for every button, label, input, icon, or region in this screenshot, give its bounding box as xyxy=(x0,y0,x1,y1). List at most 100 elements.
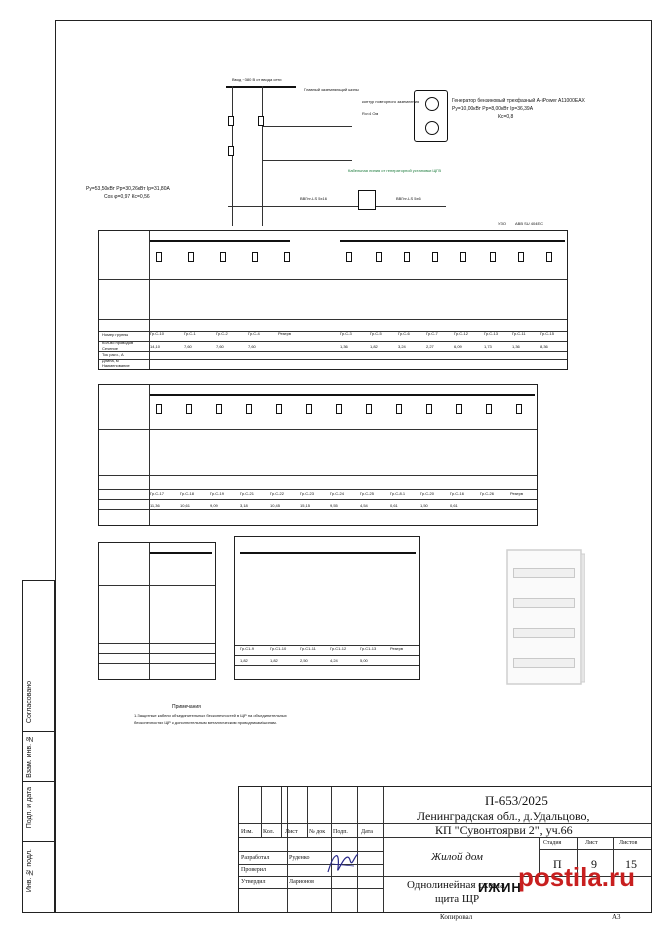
gen-note: Кабельная линия от генераторной установк… xyxy=(348,168,442,173)
current-mid-10: 1,50 xyxy=(420,503,428,508)
cabinet-illustration xyxy=(505,548,586,688)
side-label-approved: Согласовано xyxy=(26,681,33,724)
company-logo: ИЖИН xyxy=(474,876,530,898)
input-bus xyxy=(226,86,296,88)
sheets-total-value: 15 xyxy=(625,857,637,871)
current-bot-3: 2,50 xyxy=(300,658,308,663)
group-mid-10: Гр.С-20 xyxy=(420,491,434,496)
breaker-qf16 xyxy=(156,404,162,414)
side-label-replace: Взам. инв. № xyxy=(26,735,33,778)
hdr-sign: Подп. xyxy=(333,829,348,835)
group-mid-5: Гр.С-22 xyxy=(270,491,284,496)
current-top-8: 3,24 xyxy=(398,344,406,349)
side-cell-sign: Подп. и дата xyxy=(23,781,54,842)
shield-label: УЗО xyxy=(498,221,506,226)
groups-top-row: Гр.С-10 Гр.С-1 Гр.С-2 Гр.С-4 Резерв Гр.С… xyxy=(150,331,565,340)
current-bot-1: 1,82 xyxy=(240,658,248,663)
format-label: A3 xyxy=(612,913,621,921)
current-top-13: 8,36 xyxy=(540,344,548,349)
schedule-block-mid xyxy=(98,384,538,526)
group-bot-3: Гр.С1-11 xyxy=(300,646,316,651)
bus-bottom-left xyxy=(150,552,212,554)
title-block: П-653/2025 Ленинградская обл., д.Удальцо… xyxy=(238,786,652,913)
watermark: postila.ru xyxy=(518,862,636,892)
group-top-13: Гр.С-15 xyxy=(540,331,554,336)
groups-mid-row: Гр.С-17 Гр.С-18 Гр.С-19 Гр.С-21 Гр.С-22 … xyxy=(150,491,535,500)
group-top-2: Гр.С-1 xyxy=(184,331,196,336)
group-bot-1: Гр.С1-9 xyxy=(240,646,254,651)
breaker-qf26 xyxy=(456,404,462,414)
group-top-3: Гр.С-2 xyxy=(216,331,228,336)
current-top-6: 1,36 xyxy=(340,344,348,349)
signature xyxy=(327,853,359,873)
breaker-row-top xyxy=(150,252,565,292)
side-label-sign: Подп. и дата xyxy=(26,787,33,829)
group-mid-4: Гр.С-21 xyxy=(240,491,254,496)
breaker-qf13 xyxy=(490,252,496,262)
group-top-6: Гр.С-3 xyxy=(340,331,352,336)
breaker-qf28 xyxy=(516,404,522,414)
hdr-stage: Стадия xyxy=(543,840,562,846)
row-header-section: Сечение xyxy=(102,346,118,351)
breaker-qf2 xyxy=(228,146,234,156)
current-mid-3: 9,09 xyxy=(210,503,218,508)
cable-main-line xyxy=(228,206,358,207)
breaker-qf27 xyxy=(486,404,492,414)
schedule-block-bottom-right xyxy=(234,536,420,680)
group-top-12: Гр.С-11 xyxy=(512,331,526,336)
stage-value: П xyxy=(553,857,562,871)
shield-type: ABB SU 404ЕC xyxy=(515,221,544,226)
current-bot-5: 5,00 xyxy=(360,658,368,663)
current-mid-4: 3,18 xyxy=(240,503,248,508)
breaker-qf6 xyxy=(252,252,258,262)
group-top-5: Резерв xyxy=(278,331,291,336)
role-approved: Утвердил xyxy=(241,879,266,885)
hdr-sheets: Листов xyxy=(619,840,638,846)
cabinet-rail-4 xyxy=(513,658,575,668)
side-cell-replace: Взам. инв. № xyxy=(23,731,54,782)
current-mid-6: 15,15 xyxy=(300,503,311,508)
currents-mid-row: 11,36 10,61 9,09 3,18 10,45 15,15 9,55 4… xyxy=(150,503,535,512)
group-top-11: Гр.С-13 xyxy=(484,331,498,336)
notes-line-1: 1.Защитные кабели объединительных бескон… xyxy=(134,713,287,718)
group-top-4: Гр.С-4 xyxy=(248,331,260,336)
group-bot-4: Гр.С1-12 xyxy=(330,646,347,651)
current-top-12: 1,36 xyxy=(512,344,520,349)
hdr-list: Лист xyxy=(285,829,298,835)
cable-main-label: ВВГнг-LS 5х16 xyxy=(300,196,327,201)
breaker-qf11 xyxy=(432,252,438,262)
notes-header: Примечания xyxy=(172,704,201,710)
current-top-1: 14,10 xyxy=(150,344,161,349)
name-developed: Руденко xyxy=(289,855,310,861)
cable-gen-label: ВВГнг-LS 5х6 xyxy=(396,196,421,201)
schedule-block-bottom-left xyxy=(98,542,216,680)
logo-text: ИЖИН xyxy=(478,880,522,895)
breaker-row-mid xyxy=(150,404,535,424)
current-bot-2: 1,82 xyxy=(270,658,278,663)
side-cell-approved: Согласовано xyxy=(23,581,54,732)
socket-icon-2 xyxy=(425,121,439,135)
group-top-1: Гр.С-10 xyxy=(150,331,164,336)
calc-cos: Cos φ=0,97 Кс=0,56 xyxy=(104,194,150,200)
group-mid-11: Гр.С-16 xyxy=(450,491,464,496)
groups-bot-row: Гр.С1-9 Гр.С1-10 Гр.С1-11 Гр.С1-12 Гр.С1… xyxy=(240,646,416,655)
bus-bottom-right xyxy=(240,552,416,554)
project-code: П-653/2025 xyxy=(485,793,548,808)
role-checked: Проверил xyxy=(241,867,266,873)
current-top-10: 6,09 xyxy=(454,344,462,349)
sheet-no-value: 9 xyxy=(591,857,597,871)
group-top-9: Гр.С-7 xyxy=(426,331,438,336)
breaker-qf1 xyxy=(228,116,234,126)
breaker-qf20 xyxy=(276,404,282,414)
breaker-qf17 xyxy=(186,404,192,414)
group-bot-6: Резерв xyxy=(390,646,403,651)
group-mid-13: Резерв xyxy=(510,491,523,496)
bus-top-left xyxy=(150,240,290,242)
lead-line-2 xyxy=(262,160,352,161)
breaker-qf14 xyxy=(518,252,524,262)
ground-label: контур повторного заземления xyxy=(362,99,420,104)
calc-params: Pу=53,50кВт Pр=30,26кВт Iр=31,80А xyxy=(86,186,170,192)
socket-icon-1 xyxy=(425,97,439,111)
input-line-2 xyxy=(262,86,263,226)
hdr-doc: № док xyxy=(309,829,326,835)
